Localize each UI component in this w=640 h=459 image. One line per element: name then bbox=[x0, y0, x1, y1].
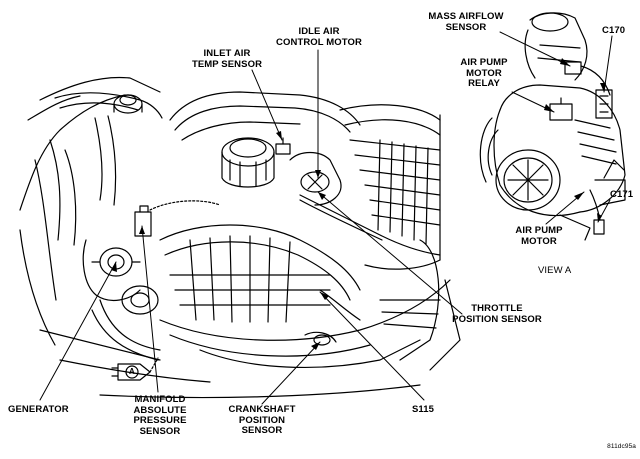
leader-generator bbox=[39, 261, 117, 401]
figure-id: 811dc95a bbox=[607, 443, 636, 450]
leader-inlet-air bbox=[251, 69, 283, 141]
mass-airflow-sensor-label: MASS AIRFLOW SENSOR bbox=[428, 11, 504, 33]
air-pump-motor-relay-label: AIR PUMP MOTOR RELAY bbox=[460, 57, 508, 89]
leader-crankshaft bbox=[261, 341, 321, 405]
leader-s115 bbox=[319, 291, 425, 401]
c171-label: C171 bbox=[610, 189, 634, 200]
leader-map bbox=[141, 225, 159, 393]
leader-lines bbox=[39, 31, 613, 405]
leader-throttle bbox=[317, 191, 463, 315]
view-a-label: VIEW A bbox=[538, 265, 572, 276]
idle-air-control-motor-label: IDLE AIR CONTROL MOTOR bbox=[276, 26, 362, 48]
view-marker-letter: A bbox=[129, 367, 135, 376]
inlet-air-temp-sensor-label: INLET AIR TEMP SENSOR bbox=[191, 48, 263, 70]
s115-label: S115 bbox=[412, 404, 435, 415]
throttle-position-sensor-label: THROTTLE POSITION SENSOR bbox=[452, 303, 542, 325]
leader-c170 bbox=[603, 35, 613, 93]
crankshaft-position-sensor-label: CRANKSHAFT POSITION SENSOR bbox=[228, 404, 296, 436]
generator-label: GENERATOR bbox=[8, 404, 69, 415]
view-a-inset-drawing bbox=[479, 12, 626, 241]
air-pump-motor-label: AIR PUMP MOTOR bbox=[515, 225, 563, 247]
manifold-absolute-pressure-sensor-label: MANIFOLD ABSOLUTE PRESSURE SENSOR bbox=[133, 394, 187, 437]
view-a-marker bbox=[111, 357, 159, 381]
engine-bay-drawing bbox=[19, 76, 461, 399]
c170-label: C170 bbox=[602, 25, 626, 36]
leader-mass-airflow bbox=[499, 31, 571, 67]
arrowheads bbox=[111, 58, 606, 350]
